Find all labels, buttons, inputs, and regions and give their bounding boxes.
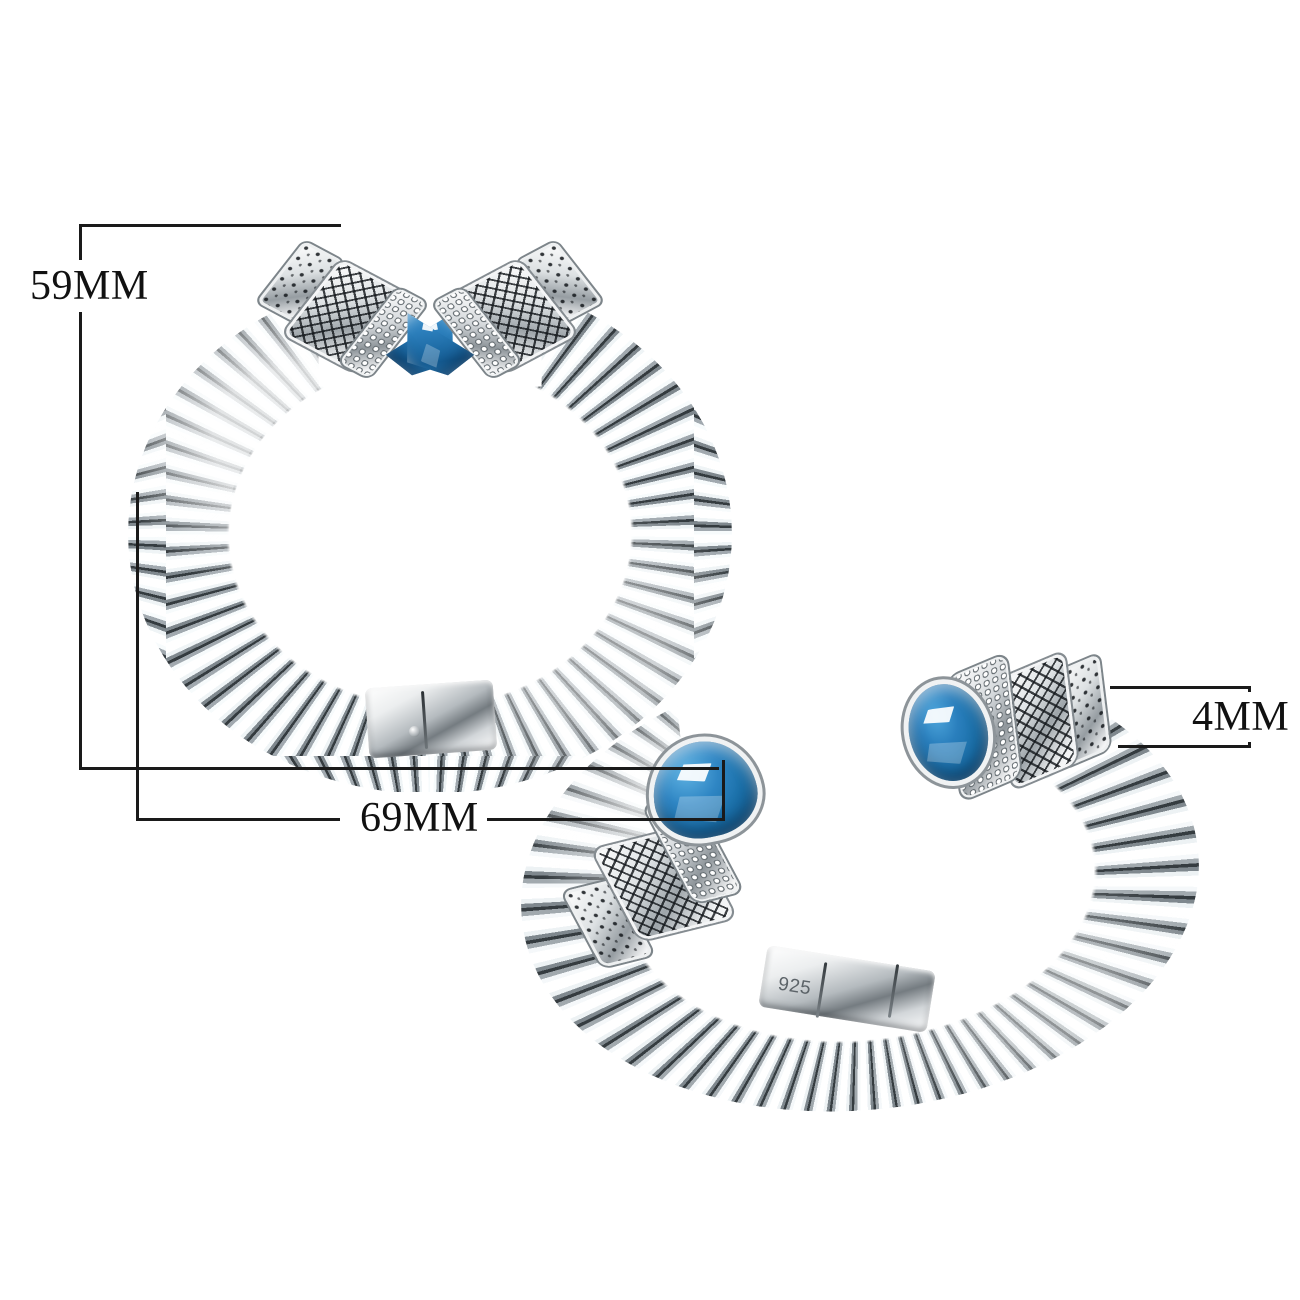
dim-69mm-left-leader: [136, 818, 340, 821]
dim-69mm-left-rail: [136, 492, 139, 820]
dim-59mm-left-rail: [79, 224, 82, 770]
bangle-angled-view: 925: [520, 640, 1220, 1120]
dim-4mm-top-leader: [1110, 686, 1251, 689]
dim-69mm-label: 69MM: [352, 792, 487, 844]
dim-69mm-right-leader: [476, 818, 725, 821]
dim-4mm-bottom-leader: [1118, 745, 1251, 748]
terminal-rear-angled-view: [893, 633, 1162, 832]
clasp-top-view: [364, 679, 498, 759]
dim-69mm-right-rail: [722, 760, 725, 820]
dim-59mm-label: 59MM: [24, 260, 155, 312]
clasp-pin-top-view: [409, 726, 420, 737]
dim-4mm-label: 4MM: [1188, 692, 1294, 742]
dim-59mm-top-leader: [79, 224, 341, 227]
dim-59mm-bottom-leader: [79, 767, 719, 770]
